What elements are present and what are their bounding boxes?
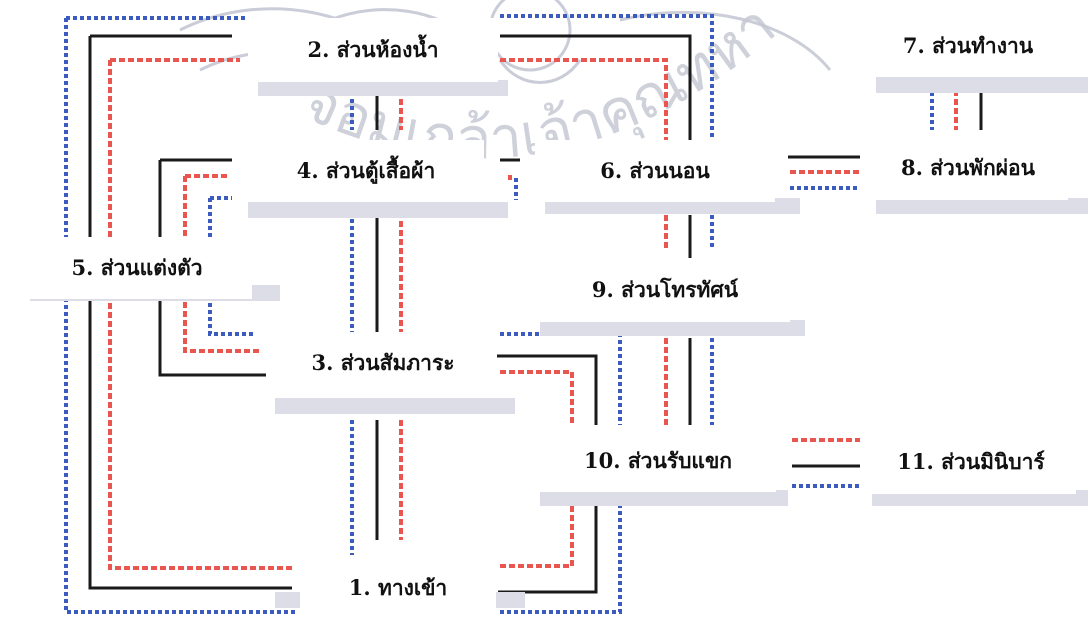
dressing-entrance-tertiary-line	[64, 16, 296, 614]
node-entrance: 1. ทางเข้า	[275, 558, 530, 626]
wardrobe-dressing-direct-line	[158, 158, 266, 377]
node-reception-label: 10. ส่วนรับแขก	[540, 430, 776, 492]
node-minibar-label: 11. ส่วนมินิบาร์	[866, 430, 1076, 494]
node-television: 9. ส่วนโทรทัศน์	[540, 258, 810, 340]
node-dressing-label: 5. ส่วนแต่งตัว	[22, 237, 252, 299]
luggage-reception-direct-line	[497, 354, 598, 425]
reception-entrance-direct-line	[498, 490, 598, 594]
wardrobe-dressing-secondary-line	[183, 174, 262, 353]
node-television-label: 9. ส่วนโทรทัศน์	[540, 258, 790, 322]
bathroom-sleeping-secondary-line	[500, 58, 668, 250]
node-relaxing-label: 8. ส่วนพักผ่อน	[868, 136, 1068, 200]
direct-relation-lines	[88, 34, 983, 594]
luggage-reception-secondary-line	[500, 370, 574, 425]
dressing-entrance-secondary-line	[108, 58, 292, 570]
node-sleeping: 6. ส่วนนอน	[525, 140, 805, 222]
node-minibar: 11. ส่วนมินิบาร์	[866, 430, 1088, 512]
node-relaxing: 8. ส่วนพักผ่อน	[868, 136, 1088, 218]
node-working: 7. ส่วนทำงาน	[868, 15, 1088, 95]
node-bathroom-label: 2. ส่วนห้องน้ำ	[248, 18, 498, 82]
node-bathroom: 2. ส่วนห้องน้ำ	[248, 18, 508, 98]
node-dressing: 5. ส่วนแต่งตัว	[0, 235, 300, 310]
node-working-label: 7. ส่วนทำงาน	[868, 15, 1068, 77]
node-sleeping-label: 6. ส่วนนอน	[535, 140, 775, 202]
bathroom-sleeping-direct-line	[500, 34, 692, 140]
node-wardrobe: 4. ส่วนตู้เสื้อผ้า	[248, 140, 518, 222]
bathroom-sleeping-tertiary-line	[500, 14, 714, 250]
secondary-relation-lines	[108, 58, 958, 570]
node-entrance-label: 1. ทางเข้า	[300, 558, 496, 618]
dressing-entrance-direct-line	[88, 34, 292, 590]
tertiary-relation-lines	[64, 14, 934, 614]
node-wardrobe-label: 4. ส่วนตู้เสื้อผ้า	[248, 140, 484, 202]
reception-entrance-secondary-line	[500, 494, 574, 568]
reception-entrance-tertiary-line	[500, 494, 622, 614]
node-luggage: 3. ส่วนสัมภาระ	[270, 332, 530, 422]
node-luggage-label: 3. ส่วนสัมภาระ	[270, 332, 496, 394]
node-reception: 10. ส่วนรับแขก	[540, 430, 790, 510]
